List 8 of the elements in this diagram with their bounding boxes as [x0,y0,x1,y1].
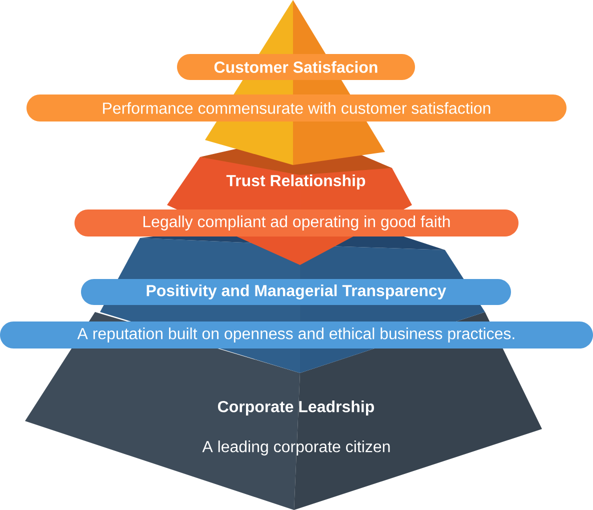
tier-heading: Positivity and Managerial Transparency [81,279,511,305]
tier-heading: Trust Relationship [226,174,366,190]
tier-description: A leading corporate citizen [202,440,390,456]
tier-heading: Corporate Leadrship [218,400,374,416]
tier-description: A reputation built on openness and ethical business practices. [0,322,593,348]
tier-description: Performance commensurate with customer satisfaction [26,94,566,122]
tier-description: Legally compliant ad operating in good faith [74,210,518,236]
tier-heading: Customer Satisfacion [177,54,415,80]
